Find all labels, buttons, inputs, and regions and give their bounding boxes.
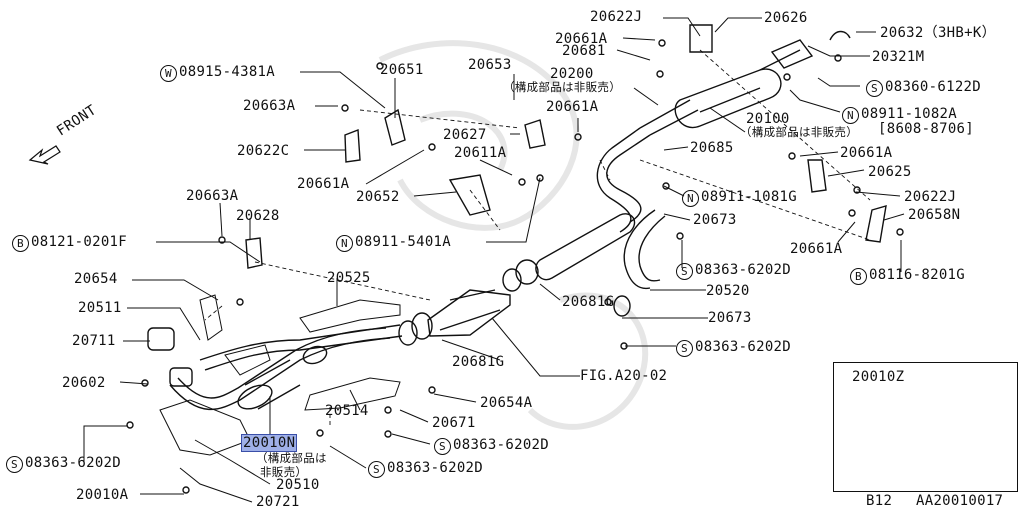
marker-S: S <box>676 340 693 357</box>
label-20010N[interactable]: 20010N <box>240 434 298 452</box>
label-20010A[interactable]: 20010A <box>76 487 129 503</box>
label-20632[interactable]: 20632（3HB+K） <box>880 25 996 41</box>
label-text: 08121-0201F <box>31 234 128 250</box>
label-20100-note: （構成部品は非販売） <box>740 125 858 139</box>
label-20622J-top[interactable]: 20622J <box>590 9 643 25</box>
label-20661A-3[interactable]: 20661A <box>840 145 893 161</box>
label-text: 08363-6202D <box>453 437 550 453</box>
marker-B: B <box>12 235 29 252</box>
marker-S: S <box>866 80 883 97</box>
label-20321M[interactable]: 20321M <box>872 49 925 65</box>
label-20525[interactable]: 20525 <box>327 270 371 286</box>
marker-S: S <box>434 438 451 455</box>
label-20661A-5[interactable]: 20661A <box>790 241 843 257</box>
page-code: B12 <box>866 493 893 509</box>
label-20658N[interactable]: 20658N <box>908 207 961 223</box>
label-20721[interactable]: 20721 <box>256 494 300 510</box>
label-20622C[interactable]: 20622C <box>237 143 290 159</box>
label-20685[interactable]: 20685 <box>690 140 734 156</box>
label-20200-note: （構成部品は非販売） <box>503 80 621 94</box>
label-20010N-highlight: 20010N <box>240 434 298 452</box>
marker-N: N <box>682 190 699 207</box>
marker-S: S <box>6 456 23 473</box>
label-20653[interactable]: 20653 <box>468 57 512 73</box>
label-20622J-right[interactable]: 20622J <box>904 189 957 205</box>
label-text: 08360-6122D <box>885 79 982 95</box>
label-20663A-1[interactable]: 20663A <box>243 98 296 114</box>
label-text: 08363-6202D <box>695 262 792 278</box>
label-20654[interactable]: 20654 <box>74 271 118 287</box>
inset-box-20010Z[interactable] <box>833 362 1018 492</box>
marker-B: B <box>850 268 867 285</box>
label-text: 08363-6202D <box>25 455 122 471</box>
label-20673-1[interactable]: 20673 <box>693 212 737 228</box>
label-20673-2[interactable]: 20673 <box>708 310 752 326</box>
label-text: 08911-1082A <box>861 106 958 122</box>
label-text: 08363-6202D <box>695 339 792 355</box>
dashed-guides <box>204 49 871 425</box>
label-20627[interactable]: 20627 <box>443 127 487 143</box>
diagram-code: AA20010017 <box>916 493 1004 509</box>
label-text: 08915-4381A <box>179 64 276 80</box>
label-20681G-1[interactable]: 20681G <box>562 294 615 310</box>
label-20611A[interactable]: 20611A <box>454 145 507 161</box>
marker-S: S <box>676 263 693 280</box>
marker-N: N <box>336 235 353 252</box>
label-20510[interactable]: 20510 <box>276 477 320 493</box>
exhaust-pipes <box>126 24 904 494</box>
label-20711[interactable]: 20711 <box>72 333 116 349</box>
label-20654A[interactable]: 20654A <box>480 395 533 411</box>
label-20602[interactable]: 20602 <box>62 375 106 391</box>
label-20010N-note-2: 非販売） <box>260 465 308 479</box>
label-20681G-2[interactable]: 20681G <box>452 354 505 370</box>
label-20514[interactable]: 20514 <box>325 403 369 419</box>
label-20661A-4[interactable]: 20661A <box>297 176 350 192</box>
label-20100[interactable]: 20100 <box>746 111 790 127</box>
label-20520[interactable]: 20520 <box>706 283 750 299</box>
label-20625[interactable]: 20625 <box>868 164 912 180</box>
label-8608-8706: [8608-8706] <box>878 121 975 137</box>
label-text: 08911-1081G <box>701 189 798 205</box>
label-20661A-2[interactable]: 20661A <box>546 99 599 115</box>
label-20626[interactable]: 20626 <box>764 10 808 26</box>
label-20200[interactable]: 20200 <box>550 66 594 82</box>
marker-N: N <box>842 107 859 124</box>
leader-lines <box>83 17 905 503</box>
label-text: 08911-5401A <box>355 234 452 250</box>
label-20628[interactable]: 20628 <box>236 208 280 224</box>
label-fig-A20-02[interactable]: FIG.A20-02 <box>580 368 668 384</box>
label-20681[interactable]: 20681 <box>562 43 606 59</box>
label-20652[interactable]: 20652 <box>356 189 400 205</box>
front-arrow-icon <box>28 145 61 165</box>
label-20010N-note-1: （構成部品は <box>256 451 327 465</box>
marker-S: S <box>368 461 385 478</box>
label-text: 08116-8201G <box>869 267 966 283</box>
label-20651[interactable]: 20651 <box>380 62 424 78</box>
label-20663A-2[interactable]: 20663A <box>186 188 239 204</box>
label-20661A-1[interactable]: 20661A <box>555 31 608 47</box>
label-20511[interactable]: 20511 <box>78 300 122 316</box>
label-20671[interactable]: 20671 <box>432 415 476 431</box>
inset-label-20010Z[interactable]: 20010Z <box>852 369 905 385</box>
label-text: 08363-6202D <box>387 460 484 476</box>
marker-W: W <box>160 65 177 82</box>
